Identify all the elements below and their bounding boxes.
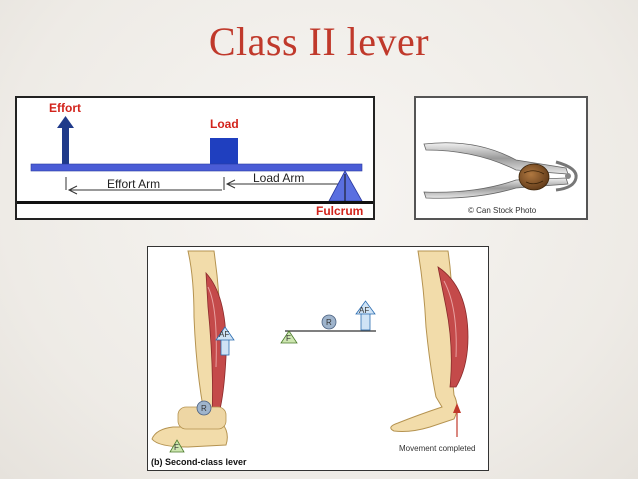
load-arm-line [223, 177, 345, 190]
movement-arrow [453, 403, 461, 437]
left-leg [151, 250, 228, 448]
effort-arrow [57, 116, 74, 166]
fulcrum-label: Fulcrum [316, 204, 363, 218]
effort-arm-line [65, 177, 222, 195]
movement-caption: Movement completed [399, 444, 475, 453]
load-label: Load [210, 117, 239, 131]
page-title: Class II lever [208, 19, 430, 64]
mini-af-label: AF [359, 306, 369, 315]
ground-line [17, 201, 373, 204]
left-af-label: AF [219, 330, 229, 339]
walnut [518, 163, 550, 191]
mini-r-label: R [326, 318, 332, 327]
lever-diagram: Effort Load Effort Arm Load Arm Fulcrum [15, 96, 375, 220]
left-f-marker: F [169, 439, 185, 453]
left-af-marker: AF [215, 326, 235, 356]
nutcracker-photo: © Can Stock Photo [414, 96, 588, 220]
left-f-label: F [174, 443, 179, 452]
load-block [210, 138, 238, 165]
mini-f-label: F [286, 334, 291, 343]
effort-arm-label: Effort Arm [107, 177, 160, 191]
lever-beam [30, 163, 363, 172]
left-r-label: R [201, 404, 207, 413]
mini-lever: F R AF [280, 300, 376, 344]
anatomy-svg: Movement completed AF R F F R AF (b) Sec… [151, 250, 475, 467]
left-r-marker: R [196, 400, 212, 416]
anatomy-diagram: Movement completed AF R F F R AF (b) Sec… [147, 246, 489, 471]
photo-credit: © Can Stock Photo [468, 206, 537, 215]
load-arm-label: Load Arm [253, 171, 304, 185]
lever-diagram-svg: Effort Load Effort Arm Load Arm Fulcrum [17, 101, 373, 218]
nutcracker-svg: © Can Stock Photo [423, 142, 578, 215]
anatomy-caption: (b) Second-class lever [151, 457, 247, 467]
right-leg [390, 250, 469, 432]
effort-label: Effort [49, 101, 81, 115]
